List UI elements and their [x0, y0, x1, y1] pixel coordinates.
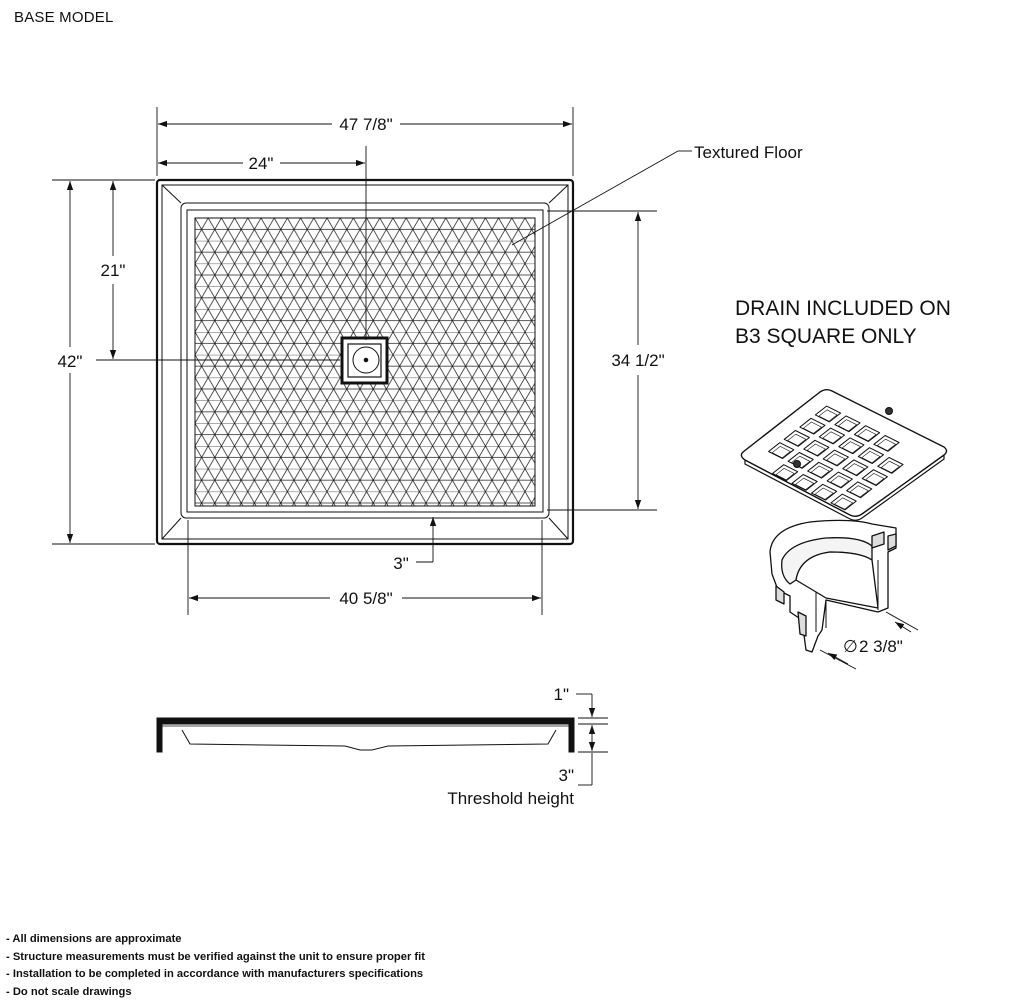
- grate-slot-inner: [814, 487, 834, 500]
- grate-slot-inner: [826, 453, 846, 466]
- grate-slot-inner: [865, 473, 885, 486]
- grate-slot-inner: [810, 465, 830, 478]
- drain-body-cutaway: [769, 519, 897, 653]
- grate-slot: [768, 442, 795, 459]
- grate-slot: [838, 437, 865, 455]
- grate-slot: [830, 493, 857, 511]
- grate-slot-inner: [803, 421, 822, 434]
- grate-slot-inner: [838, 419, 857, 432]
- shower-base-side-view: [156, 717, 575, 753]
- grate-slot: [842, 459, 869, 477]
- grate-slot-inner: [787, 433, 807, 446]
- drain-diameter-label: 2 3/8": [859, 637, 903, 656]
- grate-slot-inner: [791, 455, 811, 468]
- grate-slot: [853, 425, 881, 442]
- diameter-symbol: ∅: [843, 637, 858, 656]
- overall-width-label: 47 7/8": [339, 115, 392, 134]
- grate-slot: [807, 461, 834, 479]
- grate-slot: [772, 464, 799, 481]
- grate-slot: [861, 469, 888, 486]
- grate-slot-inner: [877, 438, 896, 451]
- grate-slot-inner: [845, 463, 865, 476]
- note-item: - Do not scale drawings: [6, 985, 132, 998]
- grate-slot-inner: [842, 441, 861, 454]
- drain-offset-y-label: 21": [101, 261, 126, 280]
- grate-slot: [857, 447, 884, 464]
- notes-list: - All dimensions are approximate - Struc…: [6, 931, 425, 1001]
- lip-height-label: 1": [554, 685, 570, 704]
- grate-slot-inner: [857, 429, 877, 442]
- grate-slot: [877, 457, 904, 474]
- side-view-dimensions: [576, 693, 608, 786]
- grate-slot: [814, 405, 842, 423]
- grate-slot: [834, 415, 861, 433]
- grate-slot-inner: [771, 446, 791, 459]
- drawing-title: BASE MODEL: [14, 9, 114, 26]
- note-item: - Structure measurements must be verifie…: [6, 950, 425, 963]
- grate-slot-inner: [818, 409, 838, 422]
- grate-slot: [791, 474, 818, 491]
- note-item: - Installation to be completed in accord…: [6, 968, 424, 980]
- drain-grate-illustration: [740, 389, 948, 521]
- shower-base-top-view: [155, 178, 575, 546]
- drain-diameter-dimension: [819, 611, 919, 670]
- drain-note-line2: B3 SQUARE ONLY: [735, 325, 917, 348]
- grate-slot-inner: [849, 485, 869, 498]
- grate-slot: [846, 481, 873, 499]
- grate-slot-inner: [881, 460, 900, 473]
- grate-slot: [799, 417, 826, 435]
- textured-floor-callout: Textured Floor: [694, 143, 803, 162]
- inner-width-label: 40 5/8": [339, 589, 392, 608]
- overall-depth-label: 42": [58, 352, 83, 371]
- grate-slot-inner: [775, 468, 795, 481]
- inner-depth-label: 34 1/2": [611, 351, 664, 370]
- grate-slot: [873, 435, 900, 452]
- dimension-lines: [52, 107, 692, 615]
- grate-slot: [822, 449, 849, 467]
- grate-slot-inner: [795, 477, 814, 490]
- grate-slot-inner: [806, 443, 826, 456]
- grate-slot-inner: [834, 497, 853, 510]
- threshold-height-label: Threshold height: [447, 789, 574, 808]
- grate-slot: [803, 439, 830, 457]
- drain-note-line1: DRAIN INCLUDED ON: [735, 297, 951, 320]
- grate-slot-inner: [830, 475, 850, 488]
- drain-offset-x-label: 24": [249, 154, 274, 173]
- grate-slot-inner: [822, 431, 842, 444]
- grate-slot-inner: [861, 451, 881, 464]
- note-item: - All dimensions are approximate: [6, 933, 182, 945]
- front-ledge-label: 3": [393, 554, 409, 573]
- drain: [340, 336, 389, 385]
- grate-slot: [783, 430, 810, 447]
- threshold-value-label: 3": [559, 766, 575, 785]
- grate-slot: [811, 483, 838, 501]
- grate-slot: [826, 471, 853, 489]
- grate-slot: [818, 427, 845, 445]
